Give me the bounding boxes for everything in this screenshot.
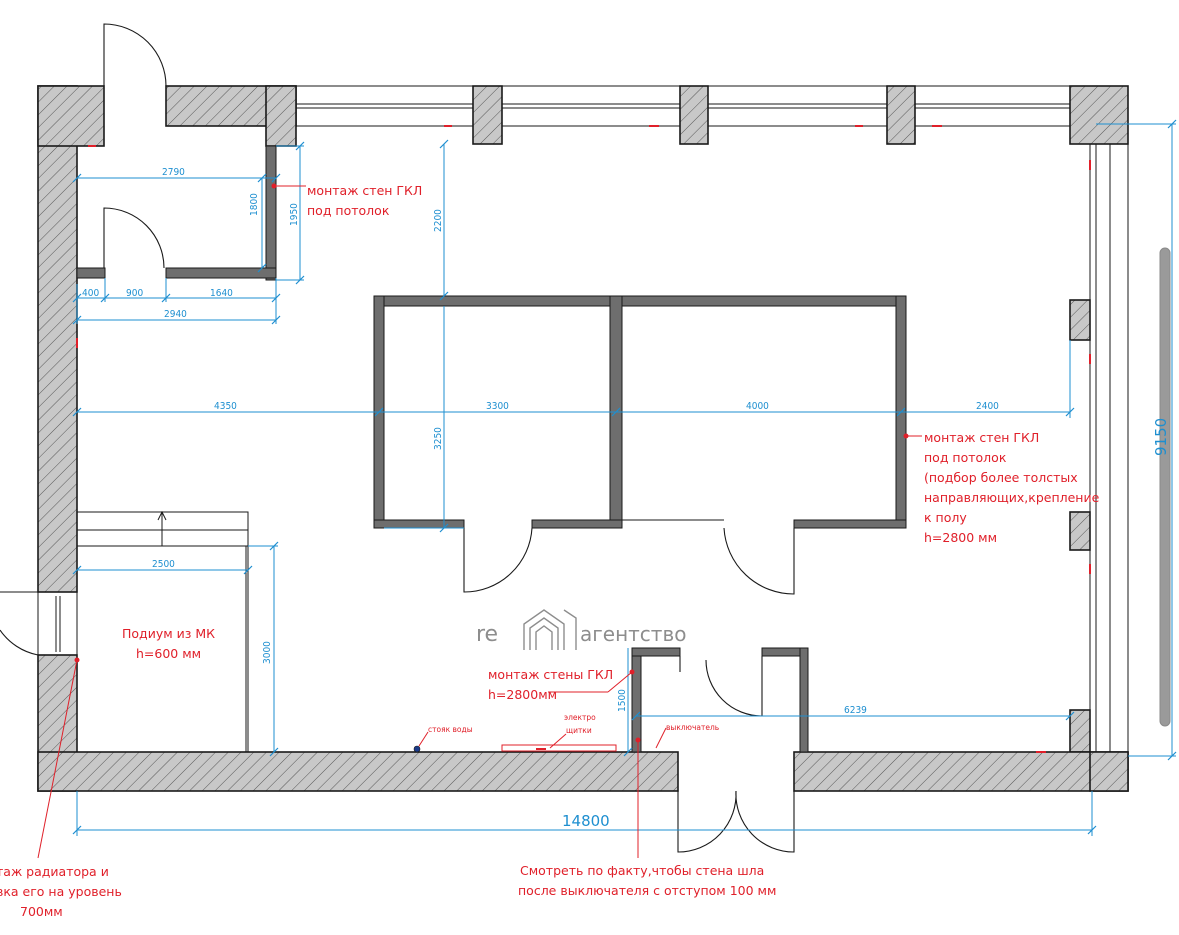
dim-2400: 2400 (976, 401, 999, 412)
bottom-wall-left (37, 751, 679, 792)
right-pilaster-3 (1069, 709, 1091, 753)
central-bottom-mid (531, 519, 623, 529)
note-radiator-3: 700мм (20, 904, 63, 919)
note-gkl-wall-2: h=2800мм (488, 687, 557, 702)
right-pilaster-2 (1069, 511, 1091, 551)
top-windows (295, 85, 1071, 127)
dim-2940: 2940 (164, 309, 187, 320)
dim-3250: 3250 (433, 427, 444, 450)
note-gkl-right-1: монтаж стен ГКЛ (924, 430, 1039, 445)
top-wall-corner (265, 85, 297, 147)
watermark-word: агентство (580, 622, 686, 646)
note-gkl-right-3: (подбор более толстых (924, 470, 1078, 485)
room-right-partition (265, 145, 277, 281)
dim-1500: 1500 (617, 689, 628, 712)
dim-14800: 14800 (562, 812, 610, 830)
room-bottom-partition-left (76, 267, 106, 279)
central-bottom-right (793, 519, 907, 529)
right-pilaster-1 (1069, 299, 1091, 341)
note-gkl-wall-1: монтаж стены ГКЛ (488, 667, 613, 682)
note-podium-1: Подиум из МК (122, 626, 215, 641)
electro-panel-outline (501, 744, 617, 752)
outer-walls (37, 85, 1129, 792)
small-room-right-partition (799, 647, 809, 753)
dim-1800: 1800 (249, 193, 260, 216)
note-gkl-top-1: монтаж стен ГКЛ (307, 183, 422, 198)
dim-4000: 4000 (746, 401, 769, 412)
central-bottom-left (373, 519, 465, 529)
note-check-fact-2: после выключателя с отступом 100 мм (518, 883, 776, 898)
right-rail (1159, 247, 1171, 727)
note-check-fact-1: Смотреть по факту,чтобы стена шла (520, 863, 764, 878)
watermark: re агентство (476, 609, 686, 650)
watermark-brand: re (476, 622, 498, 647)
note-electro-2: щитки (566, 726, 592, 735)
dim-6239: 6239 (844, 705, 867, 716)
column-1 (472, 85, 503, 145)
bottom-wall-right (793, 751, 1129, 792)
note-gkl-right-5: к полу (924, 510, 967, 525)
dim-2200: 2200 (433, 209, 444, 232)
column-2 (679, 85, 709, 145)
note-radiator-1: таж радиатора и (0, 864, 109, 879)
central-rooms (373, 295, 907, 595)
central-top-partition (373, 295, 907, 307)
small-room-top-left (631, 647, 681, 657)
dim-9150: 9150 (1152, 418, 1170, 456)
note-electro-1: электро (564, 713, 596, 722)
room-bottom-partition-right (165, 267, 277, 279)
left-wall-upper (37, 85, 78, 593)
top-wall-left (37, 85, 105, 147)
column-3 (886, 85, 916, 145)
note-gkl-right-6: h=2800 мм (924, 530, 997, 545)
dim-1640: 1640 (210, 288, 233, 299)
dim-1950: 1950 (289, 203, 300, 226)
column-corner (1069, 85, 1129, 145)
note-radiator-2: вка его на уровень (0, 884, 122, 899)
dim-3000: 3000 (262, 641, 273, 664)
top-left-room (76, 23, 277, 281)
dimensions: 2790 1800 1950 2200 400 900 1640 (72, 119, 1177, 836)
dim-2790: 2790 (162, 167, 185, 178)
left-entrance-door (0, 591, 78, 656)
dim-900: 900 (126, 288, 143, 299)
dim-3300: 3300 (486, 401, 509, 412)
right-wall (1109, 143, 1129, 753)
dim-400: 400 (82, 288, 99, 299)
bottom-small-room (631, 647, 809, 853)
annotations: монтаж стен ГКЛ под потолок монтаж стен … (0, 145, 1100, 919)
note-podium-2: h=600 мм (136, 646, 201, 661)
bottom-wall-corner (1089, 751, 1129, 792)
note-gkl-right-2: под потолок (924, 450, 1007, 465)
small-room-left-partition (631, 647, 642, 753)
note-switch: выключатель (666, 723, 719, 732)
note-water-riser: стояк воды (428, 725, 473, 734)
dim-4350: 4350 (214, 401, 237, 412)
note-gkl-top-2: под потолок (307, 203, 390, 218)
note-gkl-right-4: направляющих,крепление (924, 490, 1100, 505)
dim-2500: 2500 (152, 559, 175, 570)
